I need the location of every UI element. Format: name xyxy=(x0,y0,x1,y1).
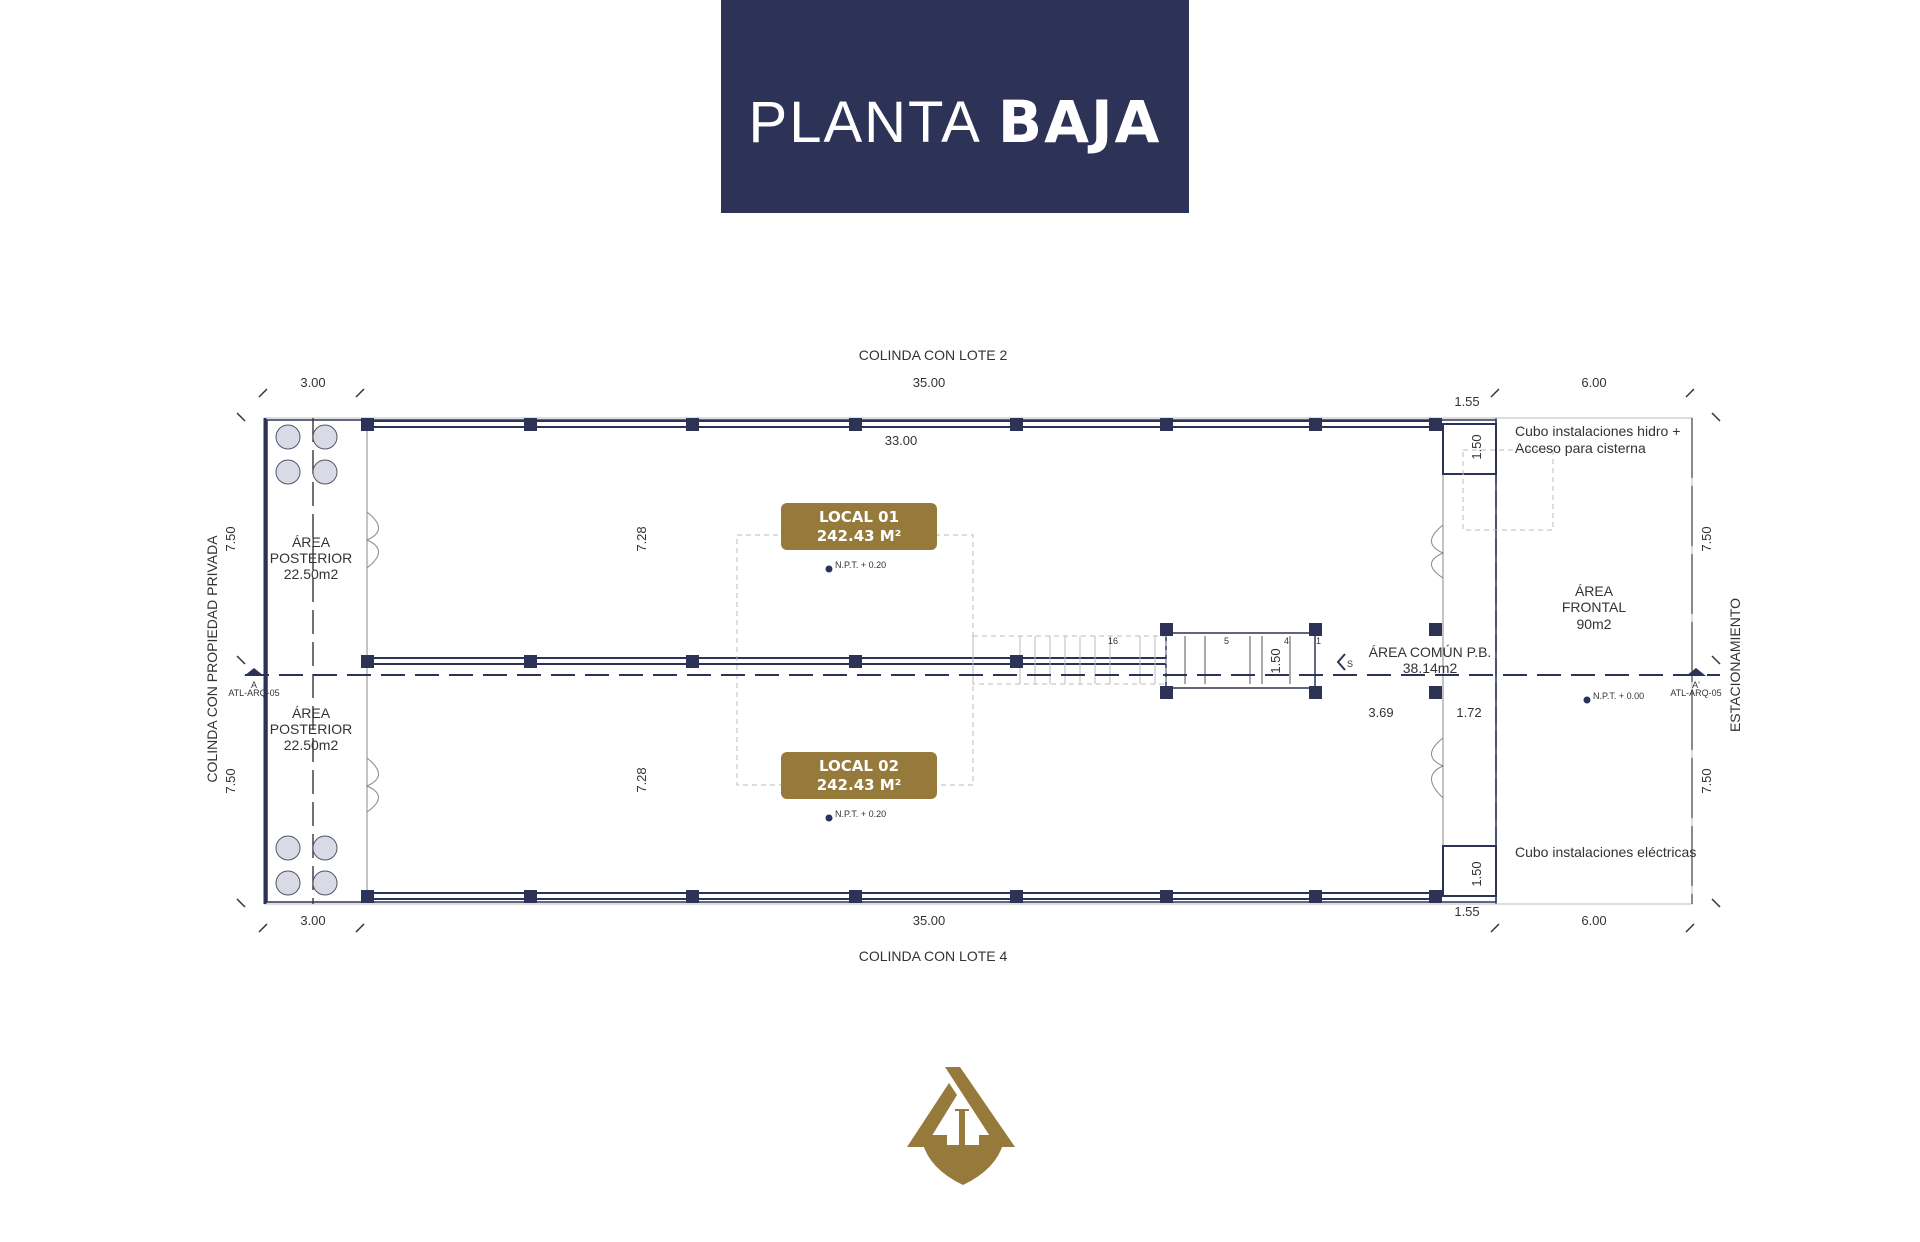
dim-bottom-front: 6.00 xyxy=(1581,913,1606,928)
dim-right-upper: 7.50 xyxy=(1699,526,1714,551)
area-front: FRONTAL xyxy=(1562,599,1627,615)
dim-right-lower: 7.50 xyxy=(1699,768,1714,793)
dim-inner-length: 33.00 xyxy=(885,433,918,448)
dim-left-lower: 7.50 xyxy=(223,768,238,793)
area-front: ÁREA xyxy=(1575,583,1614,599)
area-common: ÁREA COMÚN P.B. xyxy=(1369,644,1492,660)
area-rear-upper: POSTERIOR xyxy=(270,550,352,566)
local-name: LOCAL 01 xyxy=(819,508,899,526)
level-marker-icon xyxy=(825,565,833,573)
area-rear-lower: ÁREA xyxy=(292,705,331,721)
lot-outline xyxy=(263,417,1693,905)
level-local-02: N.P.T. + 0.20 xyxy=(835,809,886,819)
section-mark-label: A' xyxy=(1692,680,1700,690)
stair-step-label: 4 xyxy=(1284,636,1289,646)
local-name: LOCAL 02 xyxy=(819,757,899,775)
company-logo xyxy=(907,1067,1015,1185)
level-local-01: N.P.T. + 0.20 xyxy=(835,560,886,570)
dim-local-01-depth: 7.28 xyxy=(634,526,649,551)
dim-top-front: 6.00 xyxy=(1581,375,1606,390)
stair-direction: S xyxy=(1347,659,1353,669)
section-mark-label: A xyxy=(251,680,257,690)
boundary-right: ESTACIONAMIENTO xyxy=(1727,598,1743,732)
section-mark-ref: ATL-ARQ-05 xyxy=(1670,688,1721,698)
stair-step-label: 5 xyxy=(1224,636,1229,646)
stair-step-label: 16 xyxy=(1108,636,1118,646)
stair-step-label: 1 xyxy=(1316,636,1321,646)
section-mark-right xyxy=(1686,668,1706,676)
local-area: 242.43 M² xyxy=(817,527,902,545)
dim-bottom-main: 35.00 xyxy=(913,913,946,928)
dim-bottom-rear: 3.00 xyxy=(300,913,325,928)
overhead-outline xyxy=(736,449,1554,786)
dim-bottom-cubo: 1.55 xyxy=(1454,904,1479,919)
title-light: PLANTA xyxy=(748,89,982,155)
local-02-label: LOCAL 02 242.43 M² xyxy=(781,752,937,799)
area-front: 90m2 xyxy=(1576,616,1611,632)
dim-local-02-depth: 7.28 xyxy=(634,767,649,792)
area-rear-upper: 22.50m2 xyxy=(284,566,339,582)
local-01-label: LOCAL 01 242.43 M² xyxy=(781,503,937,550)
area-common: 38.14m2 xyxy=(1403,660,1458,676)
ac-units xyxy=(275,424,338,896)
dimension-ticks xyxy=(236,388,1721,933)
level-marker-icon xyxy=(825,814,833,822)
dim-stair-width: 1.50 xyxy=(1268,648,1283,673)
dim-common-b: 1.72 xyxy=(1456,705,1481,720)
boundary-top: COLINDA CON LOTE 2 xyxy=(859,347,1008,363)
note-cubo-hidro: Cubo instalaciones hidro + xyxy=(1515,423,1680,439)
stair-arrow-icon xyxy=(1336,653,1346,671)
dim-cubo-elec: 1.50 xyxy=(1469,861,1484,886)
stair-steps xyxy=(1019,636,1291,684)
doors xyxy=(365,511,1445,813)
columns xyxy=(361,418,1442,903)
section-mark-ref: ATL-ARQ-05 xyxy=(228,688,279,698)
boundary-left: COLINDA CON PROPIEDAD PRIVADA xyxy=(204,535,220,783)
dim-common-a: 3.69 xyxy=(1368,705,1393,720)
level-front: N.P.T. + 0.00 xyxy=(1593,691,1644,701)
boundary-bottom: COLINDA CON LOTE 4 xyxy=(859,948,1008,964)
area-rear-lower: POSTERIOR xyxy=(270,721,352,737)
walls xyxy=(266,419,1497,903)
dim-left-upper: 7.50 xyxy=(223,526,238,551)
title-bold: BAJA xyxy=(997,87,1162,156)
dim-top-main: 35.00 xyxy=(913,375,946,390)
dim-top-cubo: 1.55 xyxy=(1454,394,1479,409)
dim-top-rear: 3.00 xyxy=(300,375,325,390)
area-rear-upper: ÁREA xyxy=(292,534,331,550)
note-cubo-elec: Cubo instalaciones eléctricas xyxy=(1515,844,1696,860)
area-rear-lower: 22.50m2 xyxy=(284,737,339,753)
local-area: 242.43 M² xyxy=(817,776,902,794)
section-mark-left xyxy=(244,668,264,676)
level-marker-icon xyxy=(1583,696,1591,704)
dim-cubo-hidro: 1.50 xyxy=(1469,434,1484,459)
note-cubo-hidro: Acceso para cisterna xyxy=(1515,440,1646,456)
